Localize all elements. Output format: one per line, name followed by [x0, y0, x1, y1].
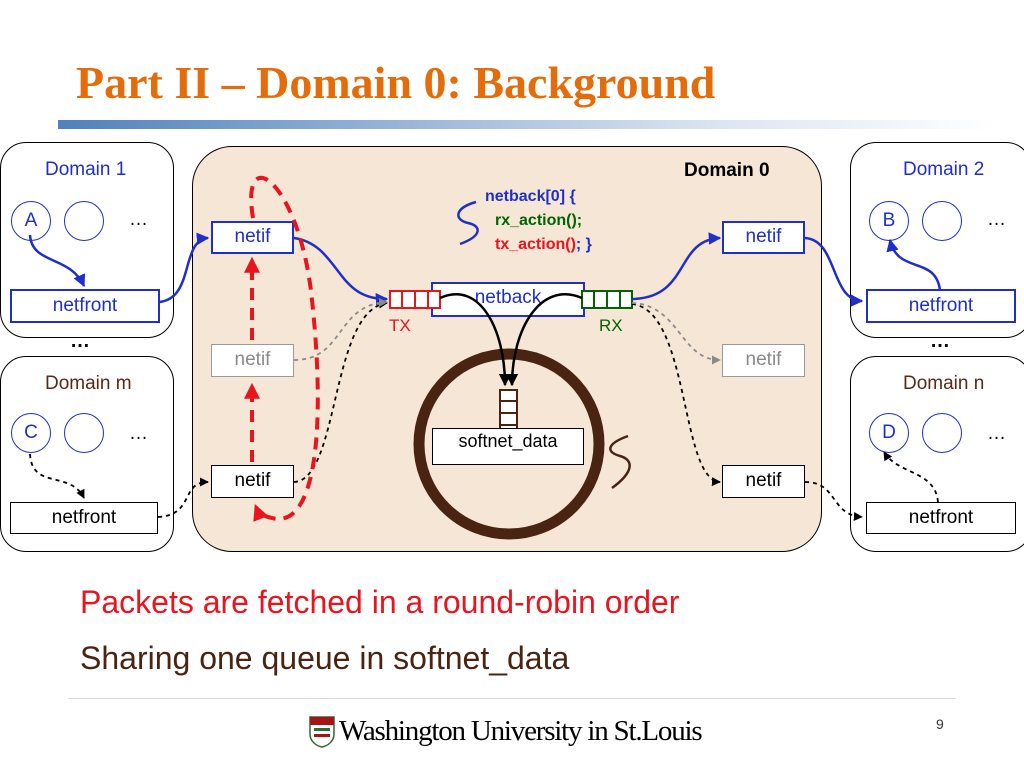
domain-m-circle-c: C [11, 413, 51, 453]
domain-2-label: Domain 2 [903, 159, 985, 180]
domain-1-netfront: netfront [10, 289, 160, 323]
slide-title: Part II – Domain 0: Background [76, 57, 716, 108]
domain-1-circle-a: A [11, 201, 51, 241]
netif-right-bottom: netif [722, 465, 805, 498]
right-domains-ellipsis: … [930, 330, 950, 352]
domain-n-label: Domain n [903, 373, 985, 394]
domain-n-netfront: netfront [866, 502, 1016, 534]
netif-left-top: netif [211, 221, 294, 254]
netif-right-top: netif [722, 221, 805, 254]
domain-m-box: Domain m C … netfront [0, 356, 174, 552]
softnet-ring [413, 348, 605, 540]
rx-queue [581, 290, 633, 309]
domain-0-label: Domain 0 [684, 160, 770, 181]
domain-1-circle-empty [64, 201, 104, 241]
round-robin-loop [244, 175, 320, 522]
netif-left-bottom: netif [211, 465, 294, 498]
domain-2-circle-empty [922, 201, 962, 241]
domain-m-label: Domain m [45, 373, 132, 394]
code-line-1: netback[0] { [485, 188, 576, 205]
netback-thread-icon [457, 200, 479, 246]
bullet-shared-queue: Sharing one queue in softnet_data [80, 640, 570, 676]
netback-box: netback [431, 282, 585, 317]
blue-paths [28, 232, 942, 307]
university-shield-icon [309, 716, 335, 748]
domain-n-circle-empty [922, 413, 962, 453]
gray-dashed-paths [293, 297, 721, 365]
softnet-data-box: softnet_data [432, 428, 584, 465]
netif-right-middle: netif [722, 344, 805, 377]
domain-n-box: Domain n D … netfront [850, 356, 1024, 552]
domain-m-circle-empty [64, 413, 104, 453]
domain-m-netfront: netfront [10, 502, 158, 534]
code-line-2: rx_action(); [495, 212, 583, 229]
tx-queue [389, 290, 441, 309]
left-domains-ellipsis: … [70, 330, 90, 352]
code-line-3: tx_action(); } [485, 233, 592, 257]
domain-1-label: Domain 1 [45, 159, 127, 180]
black-paths [439, 293, 583, 387]
netback-code: netback[0] { rx_action(); tx_action(); } [485, 185, 592, 257]
domain-2-ellipsis: … [987, 209, 1006, 230]
title-underline [58, 120, 998, 129]
dashed-paths [29, 299, 939, 521]
domain-2-circle-b: B [869, 201, 909, 241]
netif-left-middle: netif [211, 344, 294, 377]
university-name: Washington University in St.Louis [339, 715, 703, 747]
domain-1-box: Domain 1 A … netfront [0, 142, 174, 338]
domain-m-ellipsis: … [129, 423, 148, 444]
domain-2-box: Domain 2 B … netfront [850, 142, 1024, 338]
footer-divider [68, 698, 956, 699]
code-tx-action: tx_action() [495, 236, 576, 253]
rx-label: RX [599, 316, 623, 335]
softnet-queue [499, 389, 518, 437]
bullet-round-robin: Packets are fetched in a round-robin ord… [80, 584, 680, 620]
domain-2-netfront: netfront [866, 289, 1016, 323]
tx-label: TX [389, 316, 411, 335]
domain-n-circle-d: D [869, 413, 909, 453]
domain-1-ellipsis: … [129, 209, 148, 230]
softnet-thread-icon [609, 434, 631, 490]
page-number: 9 [936, 716, 944, 732]
domain-n-ellipsis: … [987, 423, 1006, 444]
code-line-3-end: ; } [575, 236, 592, 253]
